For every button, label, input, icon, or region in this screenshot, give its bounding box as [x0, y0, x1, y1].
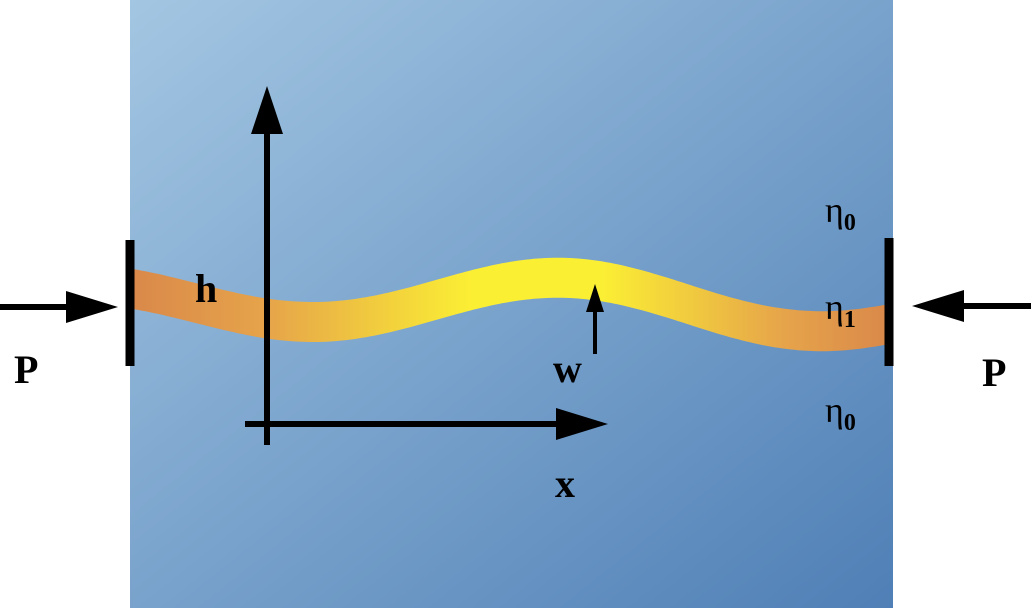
left-force-arrow — [0, 291, 118, 323]
deflection-label: w — [553, 346, 582, 391]
right-force-arrow — [912, 290, 1031, 322]
x-axis-label: x — [555, 461, 575, 506]
folded-layer — [130, 257, 886, 352]
viscosity-top-label: η0 — [825, 190, 856, 236]
deflection-arrow — [586, 284, 604, 354]
viscosity-bottom-label: η0 — [825, 390, 856, 436]
force-right-label: P — [982, 350, 1006, 395]
thickness-label: h — [195, 266, 217, 311]
viscosity-layer-label: η1 — [825, 287, 856, 333]
force-left-label: P — [14, 347, 38, 392]
vertical-axis-arrow — [251, 86, 283, 445]
x-axis-arrow — [245, 408, 608, 440]
